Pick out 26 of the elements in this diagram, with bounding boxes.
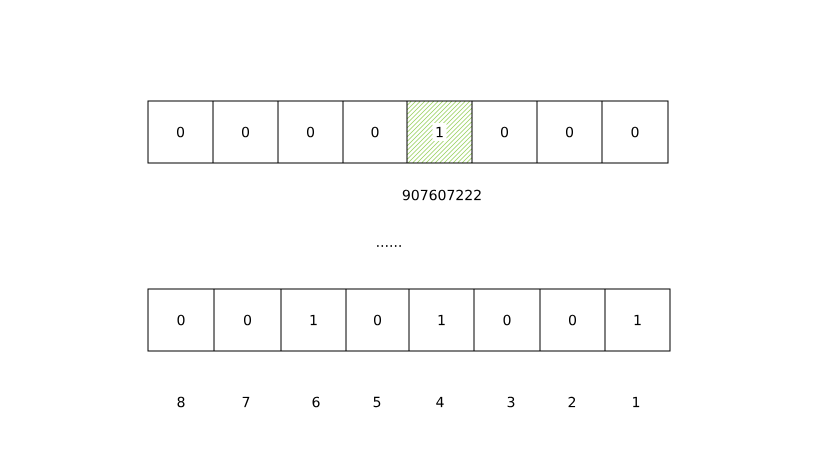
bit-box: 0 [342,100,408,164]
ellipsis: ...... [377,245,401,247]
position-number: 6 [312,396,320,408]
bit-box: 1 [406,100,472,164]
bit-box: 1 [604,288,670,352]
bit-box: 0 [540,288,606,352]
bit-box: 0 [148,100,214,164]
bit-box: 0 [212,100,278,164]
bit-box: 1 [280,288,346,352]
position-number: 2 [568,396,576,408]
bit-box: 0 [602,100,668,164]
bit-box: 0 [214,288,282,352]
bit-box: 1 [408,288,474,352]
bit-box: 0 [346,288,410,352]
bit-box: 0 [474,288,540,352]
position-number: 5 [374,396,380,408]
bit-box: 0 [278,100,344,164]
position-number: 3 [508,396,514,408]
position-number: 8 [178,396,184,408]
position-number: 1 [633,396,640,408]
bit-box: 0 [472,100,538,164]
position-number: 4 [436,396,444,408]
number-label: 907607222 [402,190,481,200]
position-number: 7 [242,396,250,408]
bit-box: 0 [536,100,602,164]
bit-box: 0 [148,288,214,352]
